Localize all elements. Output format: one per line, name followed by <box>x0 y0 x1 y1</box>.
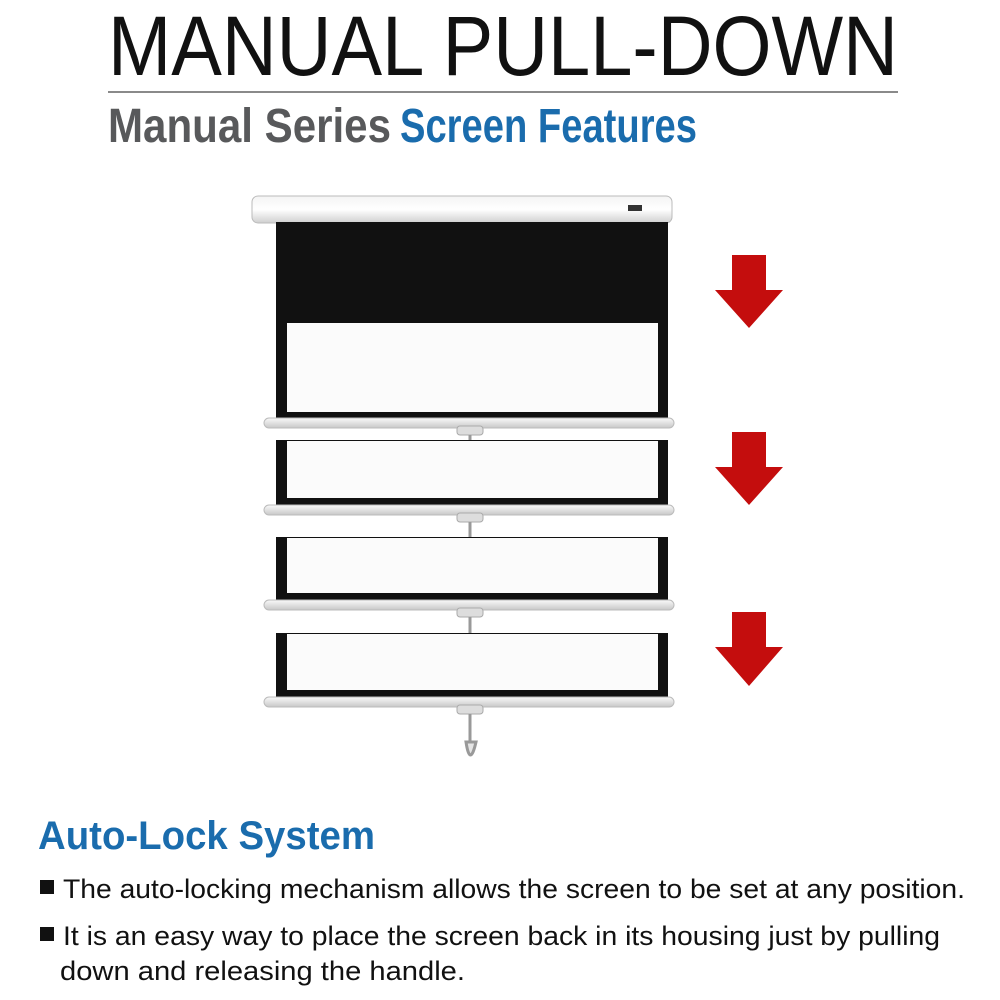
subtitle-features: Screen Features <box>400 100 697 153</box>
feature-bullet-1: The auto-locking mechanism allows the sc… <box>63 874 965 904</box>
bullet-square-icon <box>40 880 54 894</box>
feature-heading: Auto-Lock System <box>38 814 375 858</box>
feature-bullet-2-continued: down and releasing the handle. <box>60 956 465 986</box>
screen-viewing-area <box>287 538 658 593</box>
down-arrow-icon <box>715 255 783 328</box>
brand-logo <box>628 205 642 211</box>
subtitle-series: Manual Series <box>108 100 391 153</box>
page-title: MANUAL PULL-DOWN <box>108 0 898 93</box>
screen-viewing-area <box>287 634 658 690</box>
pull-handle[interactable] <box>456 704 484 757</box>
down-arrow-icon <box>715 612 783 686</box>
screen-viewing-area <box>287 441 658 498</box>
screen-illustration <box>251 195 675 757</box>
screen-viewing-area <box>287 323 658 412</box>
title-divider <box>108 91 898 93</box>
down-arrow-icon <box>715 432 783 505</box>
screen-housing <box>251 195 673 224</box>
bullet-square-icon <box>40 927 54 941</box>
feature-bullet-2: It is an easy way to place the screen ba… <box>63 921 940 951</box>
